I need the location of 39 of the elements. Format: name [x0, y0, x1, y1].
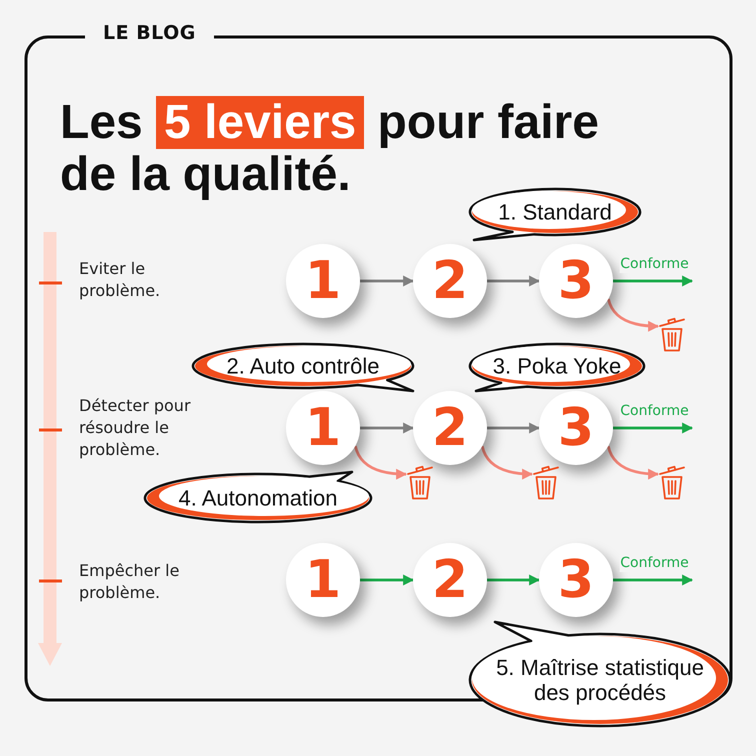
arrow — [360, 422, 414, 434]
step-circle: 2 — [413, 391, 487, 465]
curved-arrow — [354, 446, 408, 480]
step-circle: 3 — [539, 391, 613, 465]
bubble-text: 1. Standard — [498, 200, 612, 224]
arrow — [487, 574, 540, 586]
step-circle: 3 — [539, 244, 613, 318]
curved-arrow — [480, 446, 534, 480]
step-circle: 1 — [286, 543, 360, 617]
bubble-text: 5. Maîtrise statistique des procédés — [495, 655, 705, 705]
curved-arrow — [607, 298, 660, 332]
arrow — [487, 422, 540, 434]
bubble-text: 3. Poka Yoke — [492, 354, 622, 378]
title: Les 5 leviers pour faire de la qualité. — [60, 97, 600, 201]
arrow — [487, 276, 540, 286]
trash-can-icon — [406, 464, 434, 500]
stage-label: Détecter pour résoudre le problème. — [79, 395, 192, 461]
bubble-text: 2. Auto contrôle — [226, 354, 380, 378]
step-circle: 2 — [413, 244, 487, 318]
speech-bubble — [142, 469, 374, 525]
speech-bubble — [467, 341, 647, 394]
trash-can-icon — [658, 316, 686, 352]
arrow — [613, 574, 694, 586]
step-circle: 3 — [539, 543, 613, 617]
step-circle: 2 — [413, 543, 487, 617]
speech-bubble — [190, 341, 416, 394]
arrow — [360, 574, 414, 586]
trash-can-icon — [658, 464, 686, 500]
curved-arrow — [606, 446, 660, 480]
speech-bubble — [467, 186, 643, 243]
arrow — [613, 422, 694, 434]
bubble-text: 4. Autonomation — [178, 486, 338, 510]
step-circle: 1 — [286, 244, 360, 318]
stage-label: Empêcher le problème. — [79, 560, 180, 604]
arrow — [360, 276, 414, 286]
trash-can-icon — [532, 464, 560, 500]
arrow — [613, 276, 694, 286]
stage-label: Eviter le problème. — [79, 258, 162, 302]
step-circle: 1 — [286, 391, 360, 465]
